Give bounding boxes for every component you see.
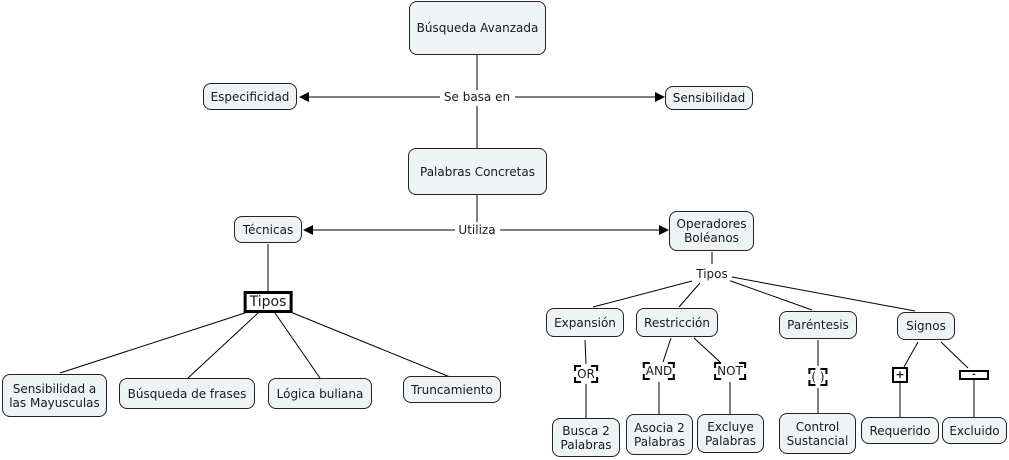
line-restriccion-and xyxy=(662,337,672,363)
link-label-minus: - xyxy=(959,370,989,380)
node-expansion[interactable]: Expansión xyxy=(546,308,624,337)
line-expansion-or xyxy=(584,339,587,365)
line-tipos-sensmay xyxy=(59,311,249,374)
node-truncamiento[interactable]: Truncamiento xyxy=(403,376,501,403)
node-control-sustancial[interactable]: Control Sustancial xyxy=(779,413,856,454)
node-restriccion[interactable]: Restricción xyxy=(636,308,718,337)
link-label-utiliza: Utiliza xyxy=(456,223,498,237)
line-tipos-parentesis xyxy=(727,279,813,311)
node-requerido[interactable]: Requerido xyxy=(861,417,939,444)
line-tipos-expansion xyxy=(592,280,693,308)
node-logica-buliana[interactable]: Lógica buliana xyxy=(268,378,372,409)
node-tecnicas[interactable]: Técnicas xyxy=(234,216,302,243)
line-tipos-signos xyxy=(731,276,916,312)
node-asocia-2-palabras[interactable]: Asocia 2 Palabras xyxy=(626,414,693,455)
line-tipos-truncamiento xyxy=(287,310,451,378)
link-label-plus: + xyxy=(892,367,908,383)
link-label-tipos-tecnicas: Tipos xyxy=(243,291,293,313)
line-tipos-restriccion xyxy=(678,282,701,308)
node-especificidad[interactable]: Especificidad xyxy=(203,83,297,110)
node-excluye-palabras[interactable]: Excluye Palabras xyxy=(697,414,764,453)
link-label-se-basa-en: Se basa en xyxy=(441,90,513,104)
node-signos[interactable]: Signos xyxy=(897,312,955,340)
node-parentesis[interactable]: Paréntesis xyxy=(779,311,857,339)
link-label-not: NOT xyxy=(714,362,746,380)
line-tipos-frases xyxy=(187,312,259,379)
node-excluido[interactable]: Excluido xyxy=(942,417,1007,444)
line-tipos-logica xyxy=(274,312,321,379)
link-label-or: OR xyxy=(574,365,598,383)
link-label-parentesis: ( ) xyxy=(808,368,828,386)
link-label-and: AND xyxy=(642,362,676,380)
node-operadores-booleanos[interactable]: Operadores Boléanos xyxy=(669,211,754,251)
line-signos-plus xyxy=(903,341,919,368)
line-restriccion-not xyxy=(693,337,721,363)
line-signos-minus xyxy=(940,341,969,369)
node-palabras-concretas[interactable]: Palabras Concretas xyxy=(408,148,547,195)
node-sensibilidad[interactable]: Sensibilidad xyxy=(665,86,753,110)
node-sensibilidad-mayusculas[interactable]: Sensibilidad a las Mayusculas xyxy=(2,374,107,417)
link-label-tipos-operadores: Tipos xyxy=(694,267,730,281)
node-busca-2-palabras[interactable]: Busca 2 Palabras xyxy=(552,418,620,457)
node-busqueda-frases[interactable]: Búsqueda de frases xyxy=(119,378,255,409)
node-busqueda-avanzada[interactable]: Búsqueda Avanzada xyxy=(409,1,546,55)
